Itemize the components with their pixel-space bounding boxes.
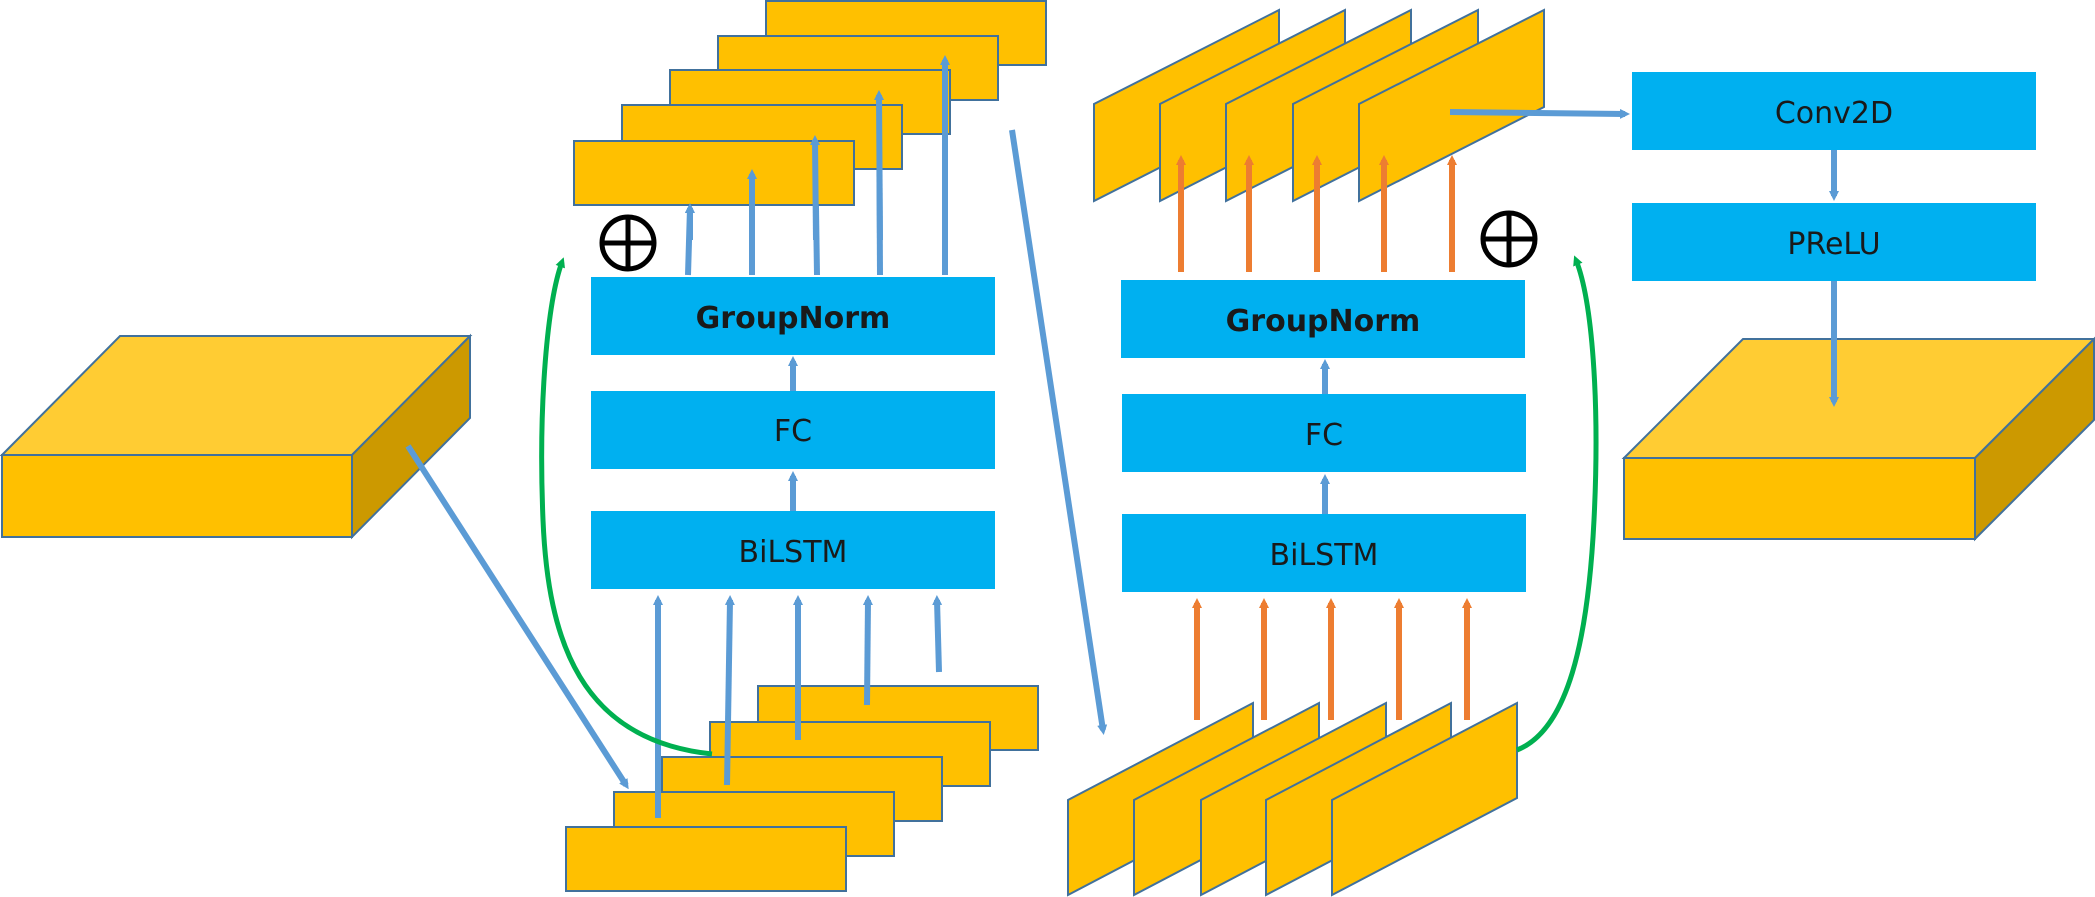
intra-groupnorm-label: GroupNorm — [696, 301, 891, 336]
input-tensor-front — [1, 454, 353, 538]
inter-input-chunks — [1067, 701, 1518, 897]
intra-fc-label: FC — [774, 414, 812, 449]
input-to-chunks-arrow — [405, 444, 629, 790]
inter-output-chunks — [1093, 8, 1545, 203]
chunk — [565, 826, 847, 892]
circle-plus-icon — [1480, 210, 1538, 268]
up-arrow — [724, 595, 735, 786]
up-arrow — [862, 595, 873, 706]
conv2d-label: Conv2D — [1775, 96, 1893, 131]
inter-to-conv2d-arrow — [1449, 108, 1630, 119]
chunk — [1358, 8, 1545, 203]
intra-input-chunks — [565, 685, 1039, 892]
inter-chunk-rnn: BiLSTM FC GroupNorm — [1121, 280, 1526, 592]
inter-fc-label: FC — [1305, 418, 1343, 453]
output-tensor-front — [1623, 457, 1976, 540]
inter-residual-curve — [1516, 255, 1599, 753]
inter-groupnorm-block — [1121, 280, 1525, 358]
chunk — [573, 140, 855, 206]
circle-plus-icon — [599, 214, 657, 272]
inter-bilstm-label: BiLSTM — [1270, 538, 1379, 573]
intra-groupnorm-block — [591, 277, 995, 355]
prelu-block — [1632, 203, 2036, 281]
intra-fc-block — [591, 391, 995, 469]
inter-fc-block — [1122, 394, 1526, 472]
conv2d-block — [1632, 72, 2036, 150]
inter-bilstm-block — [1122, 514, 1526, 592]
intra-residual-curve — [539, 257, 713, 757]
output-head: Conv2D PReLU — [1632, 72, 2036, 281]
intra-to-inter-arrow — [1009, 129, 1108, 735]
chunk — [1331, 701, 1518, 897]
intra-bilstm-label: BiLSTM — [739, 535, 848, 570]
up-arrow — [932, 595, 943, 673]
inter-output-arrows — [1176, 155, 1457, 272]
prelu-label: PReLU — [1787, 227, 1880, 262]
input-tensor — [0, 333, 473, 540]
intra-output-chunks — [573, 0, 1047, 241]
output-tensor — [1621, 336, 2095, 542]
intra-bilstm-block — [591, 511, 995, 589]
intra-chunk-rnn: BiLSTM FC GroupNorm — [591, 277, 995, 589]
inter-input-arrows — [1192, 598, 1472, 720]
intra-input-arrows — [653, 595, 943, 818]
inter-groupnorm-label: GroupNorm — [1226, 304, 1421, 339]
